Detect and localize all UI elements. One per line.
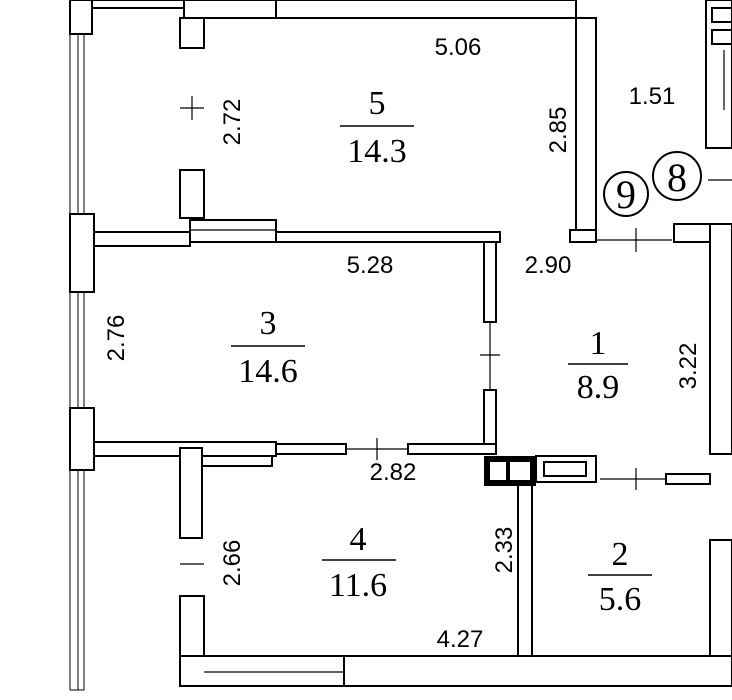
- room-4-area: 11.6: [329, 567, 387, 604]
- room-4-number: 4: [350, 521, 367, 558]
- room-1-number: 1: [590, 325, 607, 362]
- room-1-area: 8.9: [577, 369, 620, 406]
- room-label-5: 5 14.3: [340, 85, 414, 170]
- room-5-walls: [179, 17, 597, 243]
- room-label-2: 2 5.6: [588, 536, 652, 618]
- room-4-walls: [179, 447, 732, 687]
- room-1-2-walls: [484, 223, 732, 657]
- dim-room4-left-height: 2.66: [219, 540, 246, 587]
- marker-9-circle: [603, 171, 649, 217]
- dim-room5-left-height: 2.72: [219, 99, 246, 146]
- marker-8-circle: [652, 151, 702, 201]
- dim-room5-width: 5.06: [435, 34, 482, 61]
- room-2-area: 5.6: [599, 581, 642, 618]
- top-walls: [69, 0, 577, 35]
- room-label-3: 3 14.6: [231, 305, 305, 390]
- room-label-1: 1 8.9: [568, 325, 628, 406]
- room-5-number: 5: [369, 85, 386, 122]
- dim-room3-width: 5.28: [347, 252, 394, 279]
- marker-8-text: 8: [667, 155, 687, 200]
- marker-8: 8: [652, 151, 702, 201]
- room-label-4: 4 11.6: [322, 521, 396, 604]
- room-3-area: 14.6: [238, 353, 298, 390]
- dim-top-right: 1.51: [629, 83, 676, 110]
- marker-9-text: 9: [616, 172, 636, 217]
- room-3-number: 3: [260, 305, 277, 342]
- room-2-number: 2: [612, 536, 629, 573]
- dim-room3-height: 2.76: [103, 315, 130, 362]
- dim-room1-width: 2.90: [525, 252, 572, 279]
- marker-9: 9: [603, 171, 649, 217]
- room-3-walls: [69, 213, 501, 471]
- room-5-area: 14.3: [347, 133, 407, 170]
- dim-room4-top-width: 2.82: [370, 459, 417, 486]
- dim-room4-right-height: 2.33: [491, 527, 518, 574]
- top-right-fragment: [705, 0, 732, 181]
- left-balcony: [69, 29, 85, 691]
- dim-room4-bottom-width: 4.27: [437, 626, 484, 653]
- dim-room1-height: 3.22: [675, 343, 702, 390]
- dim-room5-right-height: 2.85: [545, 107, 572, 154]
